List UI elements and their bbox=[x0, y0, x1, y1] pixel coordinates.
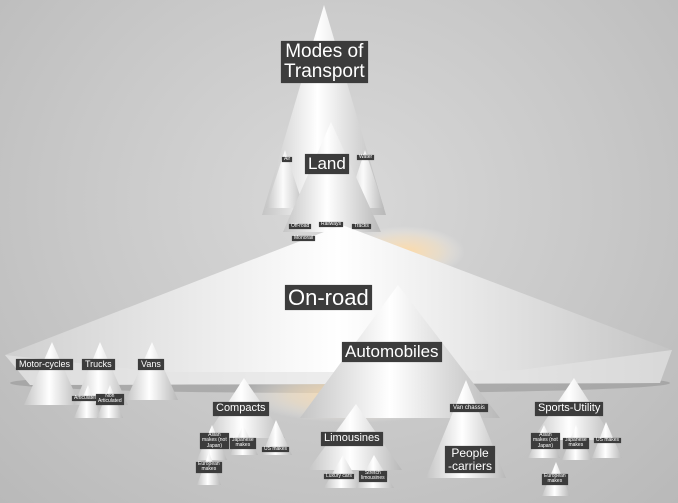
label-vans[interactable]: Vans bbox=[138, 359, 164, 371]
label-tracks[interactable]: Tracks bbox=[352, 223, 371, 230]
label-sports-utility[interactable]: Sports-Utility bbox=[535, 402, 604, 416]
label-on-road[interactable]: On-road bbox=[285, 285, 372, 311]
label-automobiles[interactable]: Automobiles bbox=[342, 342, 442, 362]
label-land[interactable]: Land bbox=[305, 154, 349, 174]
label-air[interactable]: Air bbox=[282, 156, 293, 163]
label-asian-makes-suv[interactable]: Asian makes (not Japan) bbox=[531, 432, 560, 449]
label-us-makes-compacts[interactable]: US makes bbox=[262, 446, 290, 453]
label-luxury-cars[interactable]: Luxury cars bbox=[324, 473, 354, 480]
label-people-carriers[interactable]: People -carriers bbox=[445, 446, 495, 474]
label-limousines[interactable]: Limousines bbox=[321, 432, 383, 446]
label-stretch-limousines[interactable]: Stretch limousines bbox=[359, 470, 387, 482]
cone-vans bbox=[126, 342, 178, 400]
label-off-road[interactable]: Off-road bbox=[289, 223, 312, 230]
label-european-makes-suv[interactable]: European makes bbox=[542, 473, 568, 485]
cone-motorcycles bbox=[24, 342, 80, 405]
cone-air bbox=[266, 150, 304, 208]
label-railways[interactable]: Railways bbox=[319, 221, 344, 228]
cone-modes-of-transport bbox=[262, 5, 386, 215]
label-motorcycles[interactable]: Motor-cycles bbox=[16, 359, 74, 371]
label-compacts[interactable]: Compacts bbox=[213, 402, 269, 416]
label-water[interactable]: Water bbox=[357, 154, 375, 161]
label-trucks[interactable]: Trucks bbox=[82, 359, 115, 371]
label-japanese-makes-compacts[interactable]: Japanese makes bbox=[230, 437, 256, 449]
label-asian-makes-compacts[interactable]: Asian makes (not Japan) bbox=[200, 432, 229, 449]
cone-land bbox=[283, 122, 381, 232]
label-european-makes-compacts[interactable]: European makes bbox=[196, 461, 222, 473]
label-modes-of-transport[interactable]: Modes of Transport bbox=[281, 41, 368, 83]
label-articulated[interactable]: Articulated bbox=[72, 395, 100, 402]
label-us-makes-suv[interactable]: US makes bbox=[594, 437, 622, 444]
label-japanese-makes-suv[interactable]: Japanese makes bbox=[563, 437, 589, 449]
label-monorail[interactable]: Monorail bbox=[292, 235, 316, 242]
label-van-chassis[interactable]: Van chassis bbox=[450, 404, 488, 413]
label-non-articulated[interactable]: Non Articulated bbox=[96, 393, 124, 405]
